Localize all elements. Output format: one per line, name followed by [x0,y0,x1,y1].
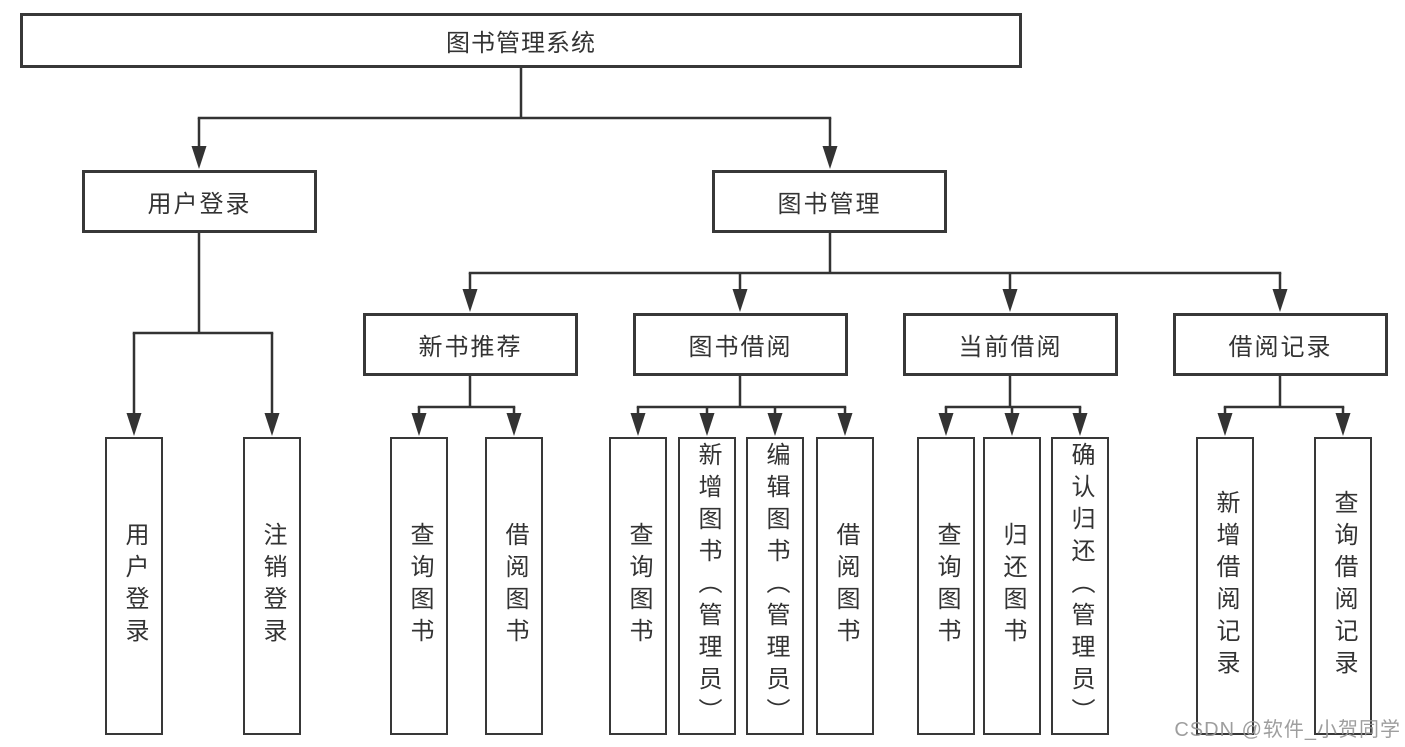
leaf-query-borrow-record: 查询借阅记录 [1314,437,1372,735]
node-library-management-system: 图书管理系统 [20,13,1022,68]
node-current-borrowing: 当前借阅 [903,313,1118,376]
leaf-user-login: 用户登录 [105,437,163,735]
leaf-recommend-borrow-books: 借阅图书 [485,437,543,735]
csdn-watermark: CSDN @软件_小贺同学 [1174,719,1401,741]
leaf-recommend-query-books: 查询图书 [390,437,448,735]
node-new-book-recommendation: 新书推荐 [363,313,578,376]
leaf-edit-books-admin: 编辑图书（管理员） [746,437,804,735]
node-user-login: 用户登录 [82,170,317,233]
leaf-current-query-books: 查询图书 [917,437,975,735]
leaf-return-books: 归还图书 [983,437,1041,735]
leaf-add-borrow-record: 新增借阅记录 [1196,437,1254,735]
node-borrowing-records: 借阅记录 [1173,313,1388,376]
node-book-borrowing: 图书借阅 [633,313,848,376]
leaf-add-books-admin: 新增图书（管理员） [678,437,736,735]
leaf-logout: 注销登录 [243,437,301,735]
leaf-confirm-return-admin: 确认归还（管理员） [1051,437,1109,735]
leaf-borrowing-borrow-books: 借阅图书 [816,437,874,735]
leaf-borrowing-query-books: 查询图书 [609,437,667,735]
arrowheads [126,146,1351,436]
node-book-management: 图书管理 [712,170,947,233]
